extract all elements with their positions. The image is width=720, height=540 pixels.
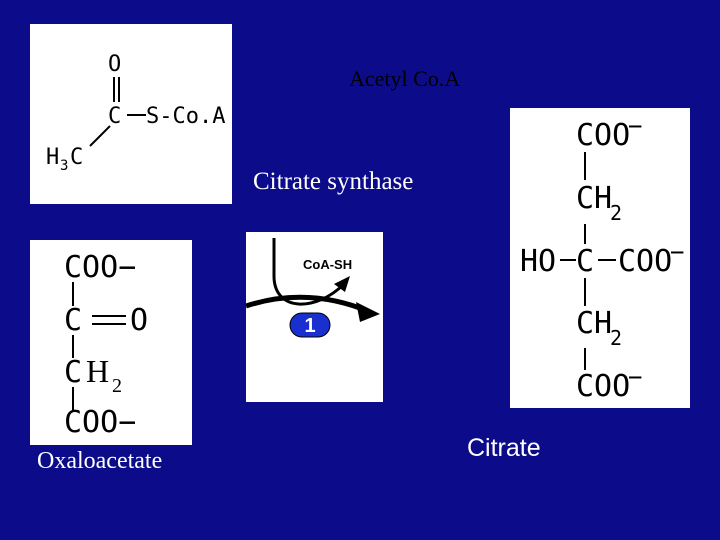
citrate-right-charge: − [670,238,684,266]
step-number-badge [289,312,331,338]
citrate-top-charge: − [628,112,642,140]
oxaloacetate-ch2-carbon: C [64,355,82,390]
citrate-lower-ch2-subscript: 2 [610,326,622,350]
coa-release-curve [272,238,346,306]
citrate-bottom-charge: − [628,363,642,391]
oxaloacetate-ch2-hydrogen: H [86,353,109,389]
oxaloacetate-svg: COO− C O C H 2 COO− [64,250,148,440]
acetyl-coa-caption: Acetyl Co.A [349,66,461,91]
acetyl-coa-structure: O C S-Co.A H 3 C [30,24,232,204]
citrate-structure: COO − CH 2 HO C COO − CH 2 COO − [510,108,690,408]
oxaloacetate-ch2-subscript: 2 [112,375,122,397]
acetyl-methyl-h: H [46,145,59,170]
reaction-main-arrow [246,294,371,315]
citrate-svg: COO − CH 2 HO C COO − CH 2 COO − [520,112,684,404]
acetyl-coa-svg: O C S-Co.A H 3 C [46,52,225,174]
coa-sh-label: CoA-SH [303,257,352,272]
oxaloacetate-keto-carbon: C [64,303,82,338]
citrate-caption: Citrate [467,434,541,462]
oxaloacetate-caption: Oxaloacetate [37,448,163,474]
citrate-upper-ch2: CH [576,181,612,216]
reaction-main-arrowhead [356,302,380,322]
citrate-central-carbon: C [576,244,594,279]
acetyl-c-ch3-bond [89,125,111,147]
citrate-upper-ch2-subscript: 2 [610,201,622,225]
coa-release-arrowhead [334,276,350,292]
acetyl-carbonyl-carbon: C [108,104,121,129]
citrate-lower-ch2: CH [576,306,612,341]
acetyl-methyl-c: C [70,145,83,170]
step-number-label: 1 [304,315,315,337]
citrate-hydroxyl: HO [520,244,556,279]
acetyl-methyl-subscript: 3 [60,158,68,174]
citrate-bottom-carboxylate: COO [576,369,630,404]
acetyl-thioester-coa: S-Co.A [146,104,225,129]
citrate-synthase-caption: Citrate synthase [253,168,414,195]
acetyl-carbonyl-oxygen: O [108,52,121,77]
citrate-right-carboxylate: COO [618,244,672,279]
citrate-top-carboxylate: COO [576,118,630,153]
reaction-step-panel: CoA-SH 1 [246,232,383,402]
oxaloacetate-structure: COO− C O C H 2 COO− [30,240,192,445]
reaction-step-svg: CoA-SH 1 [246,238,380,338]
oxaloacetate-bottom-carboxylate: COO− [64,405,136,440]
oxaloacetate-top-carboxylate: COO− [64,250,136,285]
oxaloacetate-keto-oxygen: O [130,303,148,338]
